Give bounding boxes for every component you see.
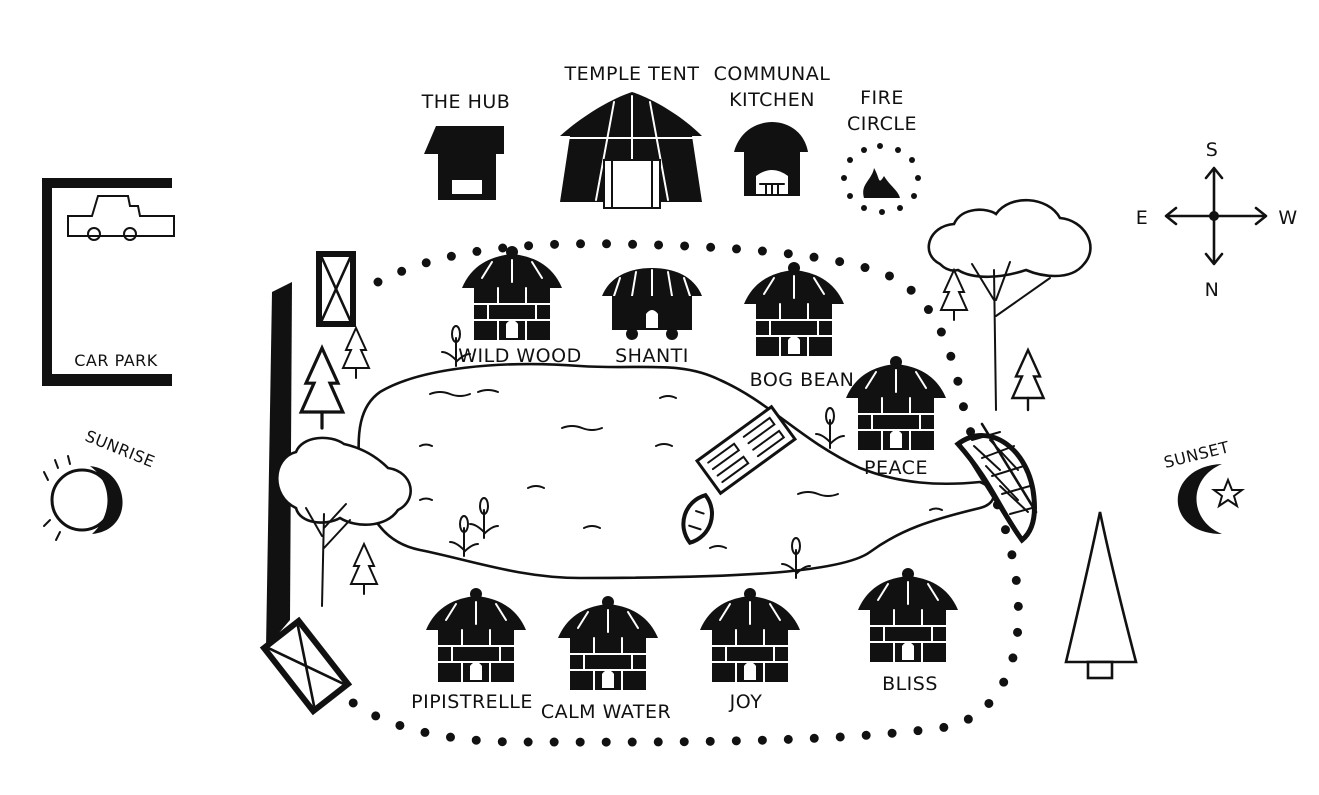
calm-water-label: CALM WATER <box>541 701 671 723</box>
shanti-label: SHANTI <box>615 345 689 367</box>
yurt-bog-bean: BOG BEAN <box>743 261 855 391</box>
yurt-icon <box>845 355 947 451</box>
sunset-label: SUNSET <box>1162 437 1231 472</box>
compass-rose-icon: S N E W <box>1136 139 1297 301</box>
the-hub: THE HUB <box>421 91 511 200</box>
sunset-marker: SUNSET <box>1162 437 1245 534</box>
tree-icon <box>927 198 1092 411</box>
lake-ripples <box>419 389 943 549</box>
truck-icon <box>67 195 175 241</box>
pine-tree-icon <box>342 327 370 379</box>
yurt-peace: PEACE <box>845 355 947 479</box>
fire-circle-dots <box>841 143 921 215</box>
tree-icon <box>275 436 412 607</box>
car-park-label: CAR PARK <box>74 351 158 370</box>
compass-south-label: S <box>1206 139 1219 161</box>
fire-circle: FIRE CIRCLE <box>841 87 921 215</box>
sunrise-label: SUNRISE <box>82 426 157 471</box>
compass-north-label: N <box>1205 279 1220 301</box>
moon-icon <box>90 466 123 534</box>
wild-wood-label: WILD WOOD <box>458 345 581 367</box>
pine-tree-icon <box>350 543 378 595</box>
joy-label: JOY <box>729 691 763 713</box>
pine-tree-icon <box>1011 348 1045 412</box>
yurt-icon <box>857 567 959 663</box>
boat-icon <box>681 492 714 546</box>
gate-icon <box>259 616 353 716</box>
communal-kitchen: COMMUNAL KITCHEN <box>714 63 831 196</box>
bliss-label: BLISS <box>882 673 938 695</box>
yurt-calm-water: CALM WATER <box>541 595 671 723</box>
yurt-icon <box>461 245 563 341</box>
yurt-shanti: SHANTI <box>602 268 702 367</box>
lake <box>357 362 995 580</box>
yurt-wild-wood: WILD WOOD <box>458 245 581 367</box>
yurt-icon <box>743 261 845 357</box>
yurt-icon <box>557 595 659 691</box>
jetty-icon <box>694 404 798 496</box>
pipistrelle-label: PIPISTRELLE <box>411 691 533 713</box>
bridge-icon <box>954 422 1038 544</box>
sunrise-marker: SUNRISE <box>43 426 158 541</box>
pine-tree-icon <box>940 269 968 321</box>
reed-icon <box>815 407 845 449</box>
compass-east-label: E <box>1136 207 1149 229</box>
peace-label: PEACE <box>864 457 928 479</box>
communal-kitchen-label-2: KITCHEN <box>729 89 815 111</box>
fire-icon <box>863 168 900 198</box>
yurt-bliss: BLISS <box>857 567 959 695</box>
fire-circle-label-1: FIRE <box>860 87 904 109</box>
shepherd-hut-icon <box>602 268 702 340</box>
pine-tree-icon <box>1064 511 1138 680</box>
yurt-pipistrelle: PIPISTRELLE <box>411 587 533 713</box>
temple-tent: TEMPLE TENT <box>560 63 702 209</box>
moon-icon <box>1177 464 1222 534</box>
yurt-joy: JOY <box>699 587 801 713</box>
yurt-icon <box>425 587 527 683</box>
communal-kitchen-label-1: COMMUNAL <box>714 63 831 85</box>
fire-circle-label-2: CIRCLE <box>847 113 917 135</box>
yurt-icon <box>699 587 801 683</box>
bog-bean-label: BOG BEAN <box>750 369 855 391</box>
the-hub-label: THE HUB <box>421 91 511 113</box>
gate-icon <box>316 251 356 327</box>
compass-west-label: W <box>1278 207 1297 229</box>
car-park: CAR PARK <box>42 178 175 386</box>
temple-tent-label: TEMPLE TENT <box>563 63 699 85</box>
pine-tree-icon <box>299 346 345 430</box>
star-icon <box>1211 477 1245 509</box>
